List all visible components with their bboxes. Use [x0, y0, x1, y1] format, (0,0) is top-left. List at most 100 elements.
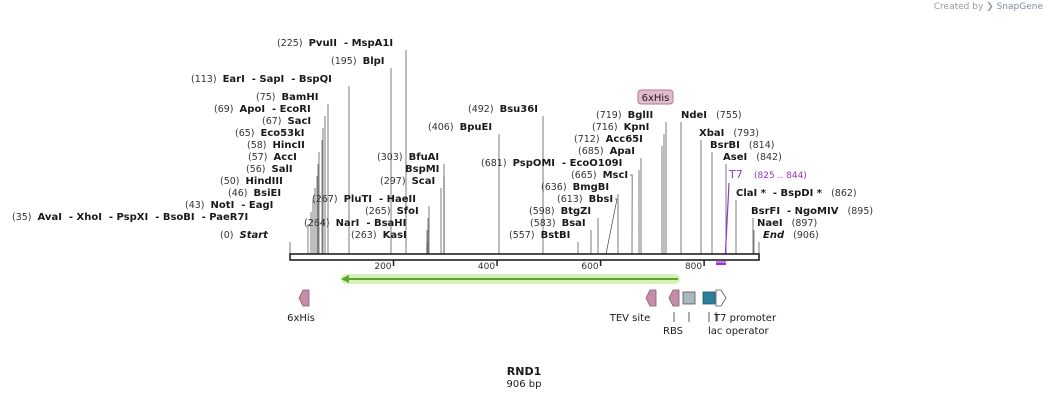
enzyme-site-label[interactable]: XbaI (793) [699, 128, 759, 139]
enzyme-site-label[interactable]: (303) BfuAI [377, 152, 439, 163]
enzyme-site-label[interactable]: (113) EarI - SapI - BspQI [191, 74, 332, 85]
enzyme-position: (56) [246, 164, 272, 175]
feature-label-rbs: RBS [663, 326, 683, 337]
enzyme-site-label[interactable]: NdeI (755) [681, 110, 742, 121]
feature-label-lac-operator: lac operator [708, 326, 769, 337]
enzyme-site-label[interactable]: (35) AvaI - XhoI - PspXI - BsoBI - PaeR7… [12, 212, 248, 223]
watermark-prefix: Created by [933, 2, 984, 12]
enzyme-site-label[interactable]: (50) HindIII [220, 176, 283, 187]
t7-promoter-feature-shape[interactable] [715, 289, 727, 307]
enzyme-position: (267) [312, 194, 344, 205]
enzyme-name: BlpI [363, 56, 385, 67]
his-tag-feature-shape[interactable] [298, 289, 310, 307]
enzyme-position: (895) [838, 206, 873, 217]
enzyme-site-label[interactable]: (665) MscI [571, 170, 628, 181]
enzyme-site-label[interactable]: (636) BmgBI [541, 182, 609, 193]
enzyme-position: (0) [220, 230, 240, 241]
enzyme-name: Bsu36I [500, 104, 538, 115]
enzyme-site-label[interactable]: BsrFI - NgoMIV (895) [751, 206, 873, 217]
enzyme-site-label[interactable]: (67) SacI [262, 116, 311, 127]
enzyme-site-label[interactable]: (267) PluTI - HaeII [312, 194, 416, 205]
enzyme-site-label[interactable]: (681) PspOMI - EcoO109I [481, 158, 622, 169]
enzyme-position: (665) [571, 170, 603, 181]
enzyme-name: XbaI [699, 128, 724, 139]
feature-label-tev-site: TEV site [609, 313, 651, 324]
enzyme-name: BglII [628, 110, 654, 121]
enzyme-site-label[interactable]: AseI (842) [723, 152, 782, 163]
enzyme-name: - NgoMIV [780, 206, 839, 217]
enzyme-site-label[interactable]: (712) Acc65I [574, 134, 643, 145]
enzyme-site-label[interactable]: (719) BglII [596, 110, 653, 121]
enzyme-labels: (225) PvuII - MspA1I (195) BlpI (113) EarI… [12, 38, 873, 241]
enzyme-site-label[interactable]: (195) BlpI [331, 56, 385, 67]
enzyme-site-label[interactable]: (0) Start [220, 230, 269, 241]
enzyme-name: HincII [273, 140, 305, 151]
enzyme-site-label[interactable]: (75) BamHI [256, 92, 318, 103]
enzyme-site-label[interactable]: ClaI * - BspDI * (862) [736, 188, 857, 199]
enzyme-site-label[interactable]: (264) NarI - BsaHI [304, 218, 406, 229]
enzyme-position: (755) [707, 110, 742, 121]
enzyme-site-label[interactable]: (583) BsaI [530, 218, 586, 229]
enzyme-position: (50) [220, 176, 246, 187]
enzyme-site-label[interactable]: (263) KasI [351, 230, 407, 241]
enzyme-name: - BspDI * [766, 188, 823, 199]
enzyme-name: - MspA1I [337, 38, 393, 49]
enzyme-site-label[interactable]: (598) BtgZI [529, 206, 591, 217]
enzyme-name: BamHI [282, 92, 319, 103]
enzyme-name: - XhoI [62, 212, 102, 223]
lac-operator-feature-shape[interactable] [702, 291, 716, 305]
primer-t7-label[interactable]: T7 [728, 168, 743, 181]
enzyme-site-label[interactable]: (297) ScaI [380, 176, 435, 187]
enzyme-site-label[interactable]: NaeI (897) [757, 218, 817, 229]
map-title: RND1 [507, 365, 541, 378]
enzyme-position: (57) [248, 152, 274, 163]
enzyme-name: NdeI [681, 110, 707, 121]
enzyme-site-label[interactable]: (225) PvuII - MspA1I [277, 38, 393, 49]
enzyme-name: KasI [383, 230, 407, 241]
enzyme-site-label[interactable]: (65) Eco53kI [235, 128, 304, 139]
enzyme-site-label[interactable]: (685) ApaI [578, 146, 635, 157]
enzyme-name: End [763, 230, 785, 241]
enzyme-position: (225) [277, 38, 309, 49]
enzyme-position: (862) [822, 188, 857, 199]
enzyme-site-label[interactable]: (56) SalI [246, 164, 293, 175]
enzyme-name: ScaI [412, 176, 436, 187]
enzyme-site-label[interactable]: (406) BpuEI [428, 122, 492, 133]
enzyme-name: - HaeII [372, 194, 416, 205]
enzyme-name: Eco53kI [261, 128, 305, 139]
snapgene-logo-icon: ❯ [986, 2, 994, 12]
enzyme-name: - SapI [245, 74, 284, 85]
enzyme-site-label[interactable]: (557) BstBI [509, 230, 570, 241]
enzyme-site-label[interactable]: (43) NotI - EagI [185, 200, 273, 211]
enzyme-name: ApoI [240, 104, 266, 115]
enzyme-site-label[interactable]: End (906) [763, 230, 819, 241]
enzyme-site-label[interactable]: (69) ApoI - EcoRI [214, 104, 311, 115]
enzyme-name: BspMI [405, 164, 439, 175]
snapgene-watermark: Created by ❯ SnapGene [934, 2, 1043, 12]
enzyme-name: BpuEI [460, 122, 492, 133]
enzyme-site-label[interactable]: (46) BsiEI [228, 188, 281, 199]
axis-tick-label: 200 [374, 262, 391, 272]
enzyme-site-label[interactable]: (492) Bsu36I [468, 104, 538, 115]
tev-site-feature-shape[interactable] [645, 289, 657, 307]
enzyme-site-label[interactable]: (613) BbsI [557, 194, 613, 205]
enzyme-site-label[interactable]: (57) AccI [248, 152, 297, 163]
enzyme-name: AccI [274, 152, 297, 163]
enzyme-position: (265) [365, 206, 397, 217]
enzyme-site-label[interactable]: (265) SfoI [365, 206, 419, 217]
his-tag-callout-box[interactable] [637, 89, 674, 105]
enzyme-site-label[interactable]: BsrBI (814) [710, 140, 774, 151]
enzyme-site-label[interactable]: (716) KpnI [592, 122, 649, 133]
enzyme-name: - BsoBI [148, 212, 194, 223]
enzyme-position: (598) [529, 206, 561, 217]
enzyme-name: - PspXI [102, 212, 148, 223]
enzyme-site-label[interactable]: (58) HincII [247, 140, 305, 151]
his-tag-feature-shape-2[interactable] [668, 289, 680, 307]
enzyme-name: Start [240, 230, 270, 241]
enzyme-name: NotI [211, 200, 235, 211]
enzyme-leader-line [605, 198, 618, 255]
enzyme-site-label[interactable]: BspMI [405, 164, 439, 175]
enzyme-name: ApaI [610, 146, 635, 157]
rbs-feature-shape[interactable] [682, 291, 696, 305]
